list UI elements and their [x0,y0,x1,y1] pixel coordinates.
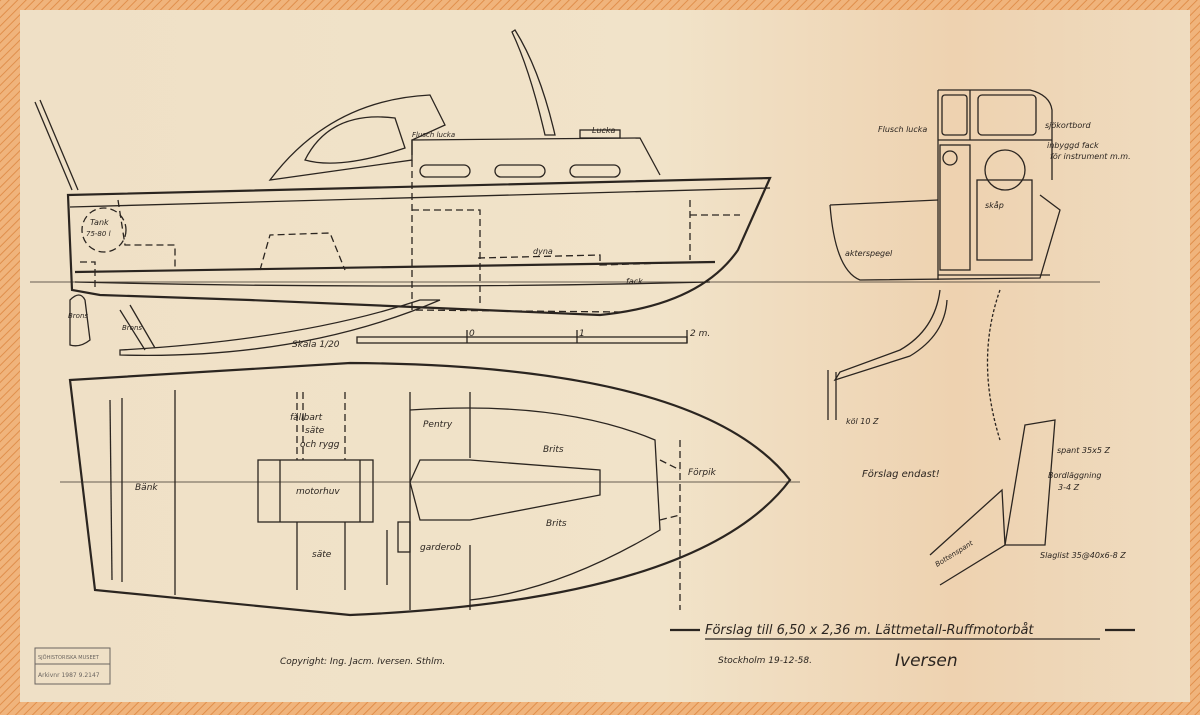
hatch-label: Lucka [592,126,616,135]
scale-tick-2: 2 m. [690,329,710,339]
drawing-title: Förslag till 6,50 x 2,36 m. Lättmetall-R… [705,623,1034,638]
stamp-museum: SJÖHISTORISKA MUSEET [38,654,100,661]
scale-tick-0: 0 [469,329,475,339]
builtin-compartment-label-2: för instrument m.m. [1050,152,1131,161]
place-date: Stockholm 19-12-58. [718,656,812,666]
copyright: Copyright: Ing. Jacm. Iversen. Sthlm. [280,657,445,667]
planking-label-2: 3-4 Z [1058,483,1080,492]
signature: Iversen [895,651,958,671]
paper [20,10,1190,702]
compartment-label: fack [626,277,643,286]
bunk-label-2: Brits [546,519,567,529]
seat-label: säte [312,550,332,560]
frame-label: spant 35x5 Z [1057,446,1110,455]
folding-seat-label-2: säte [305,426,325,436]
stamp-archive: Arkivnr 1987 9.2147 [38,672,100,679]
bronze-label-2: Brons [122,324,142,332]
cabinet-label: skåp [985,200,1004,210]
bench-label: Bänk [135,483,158,493]
chine-strip-label: Slaglist 35@40x6-8 Z [1040,551,1126,560]
museum-stamp: SJÖHISTORISKA MUSEET Arkivnr 1987 9.2147 [34,647,111,685]
engine-cover-label: motorhuv [296,487,340,497]
scale-bar [356,330,688,344]
chart-table-label: sjökortbord [1045,121,1092,130]
cushion-label: dyna [533,247,553,256]
tank-volume-label: 75-80 l [86,230,111,238]
profile-view [30,29,1100,356]
planking-label-1: Bordläggning [1048,471,1101,480]
scale-tick-1: 1 [579,329,585,339]
scale-label: Skala 1/20 [292,340,340,350]
builtin-compartment-label-1: inbyggd fack [1047,141,1099,150]
bunk-label-1: Brits [543,445,564,455]
forepeak-label: Förpik [688,468,717,478]
bronze-label-1: Brons [68,312,88,320]
folding-seat-label-1: fällbart [290,413,323,423]
section-flush-hatch-label: Flusch lucka [878,125,927,134]
proposal-only-label: Förslag endast! [862,469,940,480]
keel-label: köl 10 Z [846,417,879,426]
transom-label: akterspegel [845,249,893,258]
plan-view [60,361,800,617]
section-view [827,89,1061,586]
tank-label: Tank [90,218,109,227]
pantry-label: Pentry [423,420,453,430]
folding-seat-label-3: och rygg [300,440,340,450]
wardrobe-label: garderob [420,543,461,553]
flush-hatch-label: Flusch lucka [412,131,455,139]
